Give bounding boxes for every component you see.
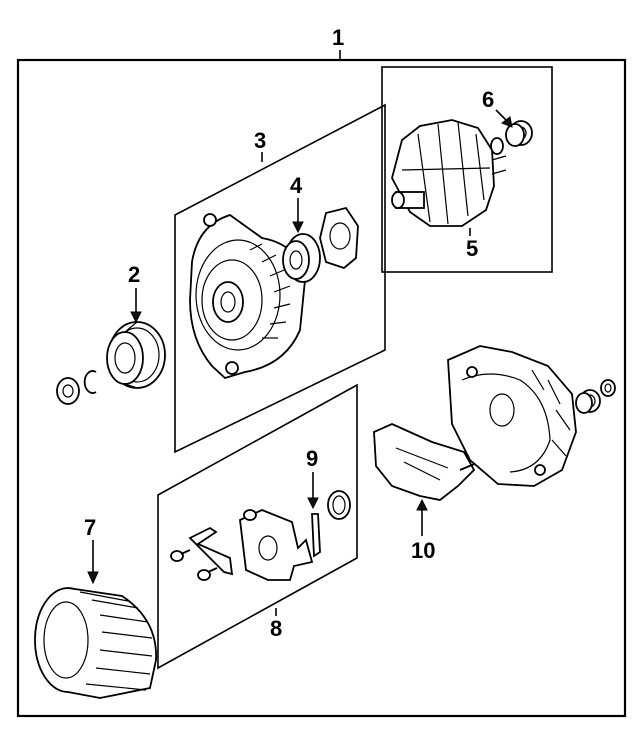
seal-ring-part <box>327 490 351 520</box>
rotor-washer-part <box>490 137 504 155</box>
rear-bearing-part <box>505 120 533 147</box>
callout-6[interactable]: 6 <box>482 87 513 128</box>
pulley-nut-part <box>56 377 80 405</box>
assembly-frame <box>16 58 627 718</box>
callout-1-label: 1 <box>332 25 344 50</box>
callout-9[interactable]: 9 <box>306 446 319 510</box>
front-housing-part <box>189 213 306 380</box>
callout-7[interactable]: 7 <box>84 515 99 585</box>
callout-10[interactable]: 10 <box>411 498 435 563</box>
callout-3-label: 3 <box>254 128 266 153</box>
callout-10-arrowhead <box>416 498 428 511</box>
callout-2-label: 2 <box>128 262 140 287</box>
callout-6-arrowhead <box>500 116 513 128</box>
callout-7-label: 7 <box>84 515 96 540</box>
pulley-part <box>106 321 166 389</box>
rear-nut-a-part <box>575 389 601 414</box>
screw-a-part <box>170 549 191 562</box>
callout-2[interactable]: 2 <box>128 262 142 324</box>
group-box-3 <box>174 103 386 454</box>
group-box-8 <box>157 383 358 670</box>
front-bearing-part <box>282 233 321 283</box>
callout-8[interactable]: 8 <box>270 608 282 641</box>
screw-b-part <box>197 567 218 581</box>
brush-holder-part <box>239 509 314 581</box>
stator-part <box>34 587 157 699</box>
rectifier-part <box>373 423 485 501</box>
rear-nut-b-part <box>600 379 616 397</box>
callout-4[interactable]: 4 <box>290 173 304 234</box>
bracket-part <box>188 526 234 576</box>
callout-3[interactable]: 3 <box>254 128 266 162</box>
group-box-5 <box>381 66 553 273</box>
rotor-part <box>391 119 507 227</box>
callout-5[interactable]: 5 <box>466 228 478 261</box>
callout-9-label: 9 <box>306 446 318 471</box>
callout-9-arrowhead <box>307 497 319 510</box>
callout-4-arrowhead <box>292 221 304 234</box>
snap-ring-part <box>83 370 97 394</box>
callout-4-label: 4 <box>290 173 303 198</box>
callout-1[interactable]: 1 <box>332 25 344 60</box>
bearing-retainer-part <box>319 206 359 270</box>
callout-10-label: 10 <box>411 538 435 563</box>
rear-housing-part <box>447 345 577 487</box>
terminal-pin-part <box>311 513 321 558</box>
callout-6-label: 6 <box>482 87 494 112</box>
callout-2-arrowhead <box>130 311 142 324</box>
callout-5-label: 5 <box>466 236 478 261</box>
callout-8-label: 8 <box>270 616 282 641</box>
callout-7-arrowhead <box>87 571 99 585</box>
